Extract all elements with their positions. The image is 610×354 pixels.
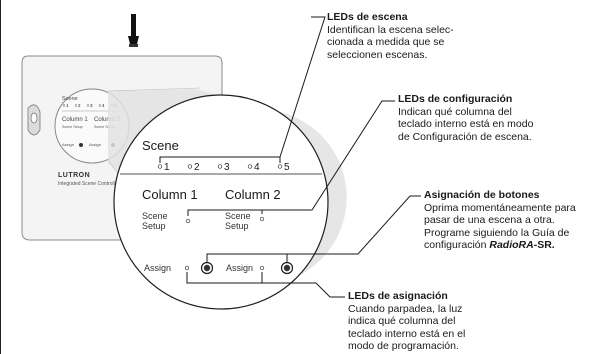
small-assign-button-1 xyxy=(79,143,83,147)
callout-title: LEDs de configuración xyxy=(398,93,513,105)
small-assign-2: Assign xyxy=(89,142,101,147)
scene-setup-2-line2: Setup xyxy=(225,221,249,231)
scene-number-5: 5 xyxy=(284,162,290,173)
column-2-label: Column 2 xyxy=(225,187,281,202)
leader-leds-asignacion xyxy=(186,272,345,298)
callout-desc: Indican qué columna del teclado interno … xyxy=(398,105,534,143)
leader-lines xyxy=(159,16,421,298)
small-scene-number-4: 4 xyxy=(102,103,105,108)
small-scene-setup-2: Scene Setup xyxy=(94,125,115,129)
callout-title: LEDs de escena xyxy=(327,11,408,23)
small-scene-setup-1: Scene Setup xyxy=(62,125,83,129)
small-scene-led-3 xyxy=(86,104,90,107)
small-column-1: Column 1 xyxy=(62,117,88,123)
small-scene-number-3: 3 xyxy=(90,103,93,108)
scene-setup-2-line1: Scene xyxy=(225,211,251,221)
leader-leds-configuracion xyxy=(187,100,395,216)
small-scene-label: Scene xyxy=(62,96,78,102)
callout-desc: Cuando parpadea, la luz indica qué colum… xyxy=(348,302,466,353)
small-scene-number-1: 1 xyxy=(66,103,69,108)
small-column-2: Column 2 xyxy=(94,117,120,123)
scene-led-4 xyxy=(247,164,253,169)
assign-button-2 xyxy=(280,261,294,275)
scene-led-5 xyxy=(277,164,283,169)
scene-leds: 1 2 3 4 5 xyxy=(157,162,290,173)
small-scene-number-2: 2 xyxy=(78,103,81,108)
assign-label-2: Assign xyxy=(226,263,253,273)
assign-led-2 xyxy=(259,265,265,271)
assign-label-1: Assign xyxy=(144,263,171,273)
zoom-circle xyxy=(113,94,329,310)
antenna xyxy=(128,14,139,47)
callout-desc: Oprima momentáneamente para pasar de una… xyxy=(424,201,576,252)
scene-led-1 xyxy=(157,164,163,169)
scene-number-2: 2 xyxy=(194,162,200,173)
config-led-2 xyxy=(259,216,265,222)
scene-label: Scene xyxy=(142,138,179,153)
brand-logo: LUTRON xyxy=(58,172,90,179)
callout-leds-asignacion: LEDs de asignación Cuando parpadea, la l… xyxy=(348,290,548,353)
callout-title: Asignación de botones xyxy=(424,189,540,201)
assign-button-1 xyxy=(200,261,214,275)
callout-leds-configuracion: LEDs de configuración Indican qué column… xyxy=(398,93,598,143)
scene-setup-1-line2: Setup xyxy=(142,221,166,231)
scene-number-3: 3 xyxy=(224,162,230,173)
scene-number-4: 4 xyxy=(254,162,260,173)
mounting-hole-left xyxy=(27,104,41,136)
callout-asignacion-botones: Asignación de botones Oprima momentáneam… xyxy=(424,189,610,252)
scene-led-3 xyxy=(217,164,223,169)
assign-led-1 xyxy=(184,265,190,271)
callout-leds-escena: LEDs de escena Identifican la escena sel… xyxy=(327,11,527,61)
callout-desc: Identifican la escena selec- cionada a m… xyxy=(327,23,454,61)
scene-number-1: 1 xyxy=(164,162,170,173)
column-1-label: Column 1 xyxy=(142,187,198,202)
scene-led-2 xyxy=(187,164,193,169)
brand-radiora: RadioRA xyxy=(489,239,534,252)
callout-title: LEDs de asignación xyxy=(348,290,448,302)
small-scene-led-2 xyxy=(74,104,78,107)
small-scene-led-1 xyxy=(62,104,66,107)
small-scene-led-4 xyxy=(98,104,102,107)
leader-asignacion-botones xyxy=(206,195,421,262)
config-led-1 xyxy=(185,218,191,224)
model-name: Integrated Scene Controller xyxy=(58,181,119,187)
small-assign-1: Assign xyxy=(62,142,74,147)
scene-setup-1-line1: Scene xyxy=(142,211,168,221)
